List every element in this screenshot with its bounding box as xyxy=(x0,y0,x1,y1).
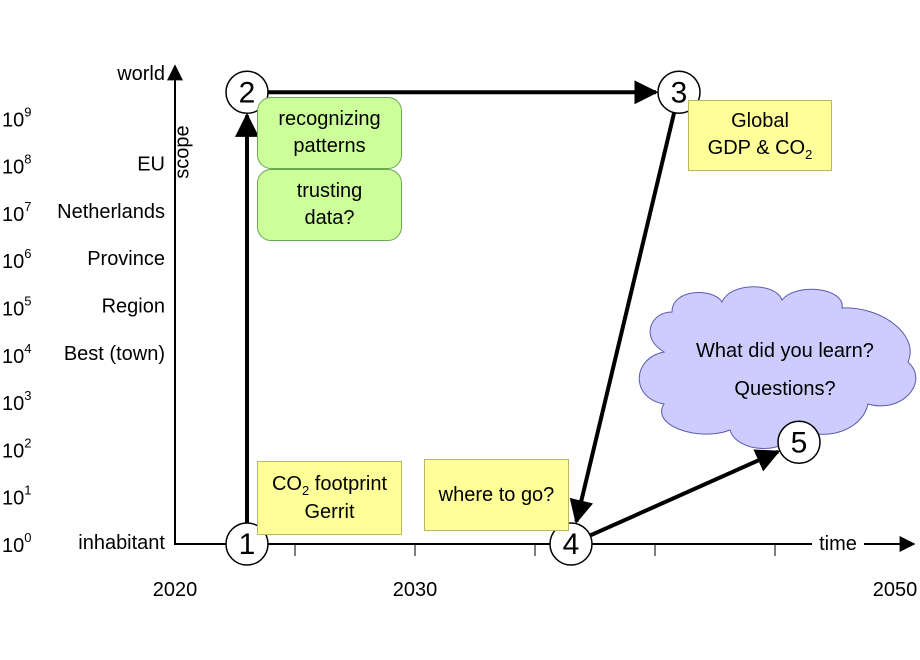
cloud-shape xyxy=(638,286,917,449)
recognizing-patterns-note: recognizing patterns xyxy=(257,97,402,169)
y-axis-powers: 100 101 102 103 104 105 106 107 108 109 xyxy=(2,104,31,557)
y-level-label: Province xyxy=(87,248,165,270)
y-axis-labels: inhabitant Best (town) Region Province Nethe… xyxy=(57,63,165,554)
y-level-label: inhabitant xyxy=(78,532,165,554)
co2-footprint-note: CO2 footprint Gerrit xyxy=(257,461,402,535)
step-circle xyxy=(549,522,593,566)
y-axis-title: scope xyxy=(171,125,193,178)
step-circle xyxy=(225,70,269,115)
x-tick-marks xyxy=(294,544,776,556)
step-node: 5 xyxy=(777,420,821,465)
step-node: 4 xyxy=(549,522,593,566)
global-gdp-co2-note: Global GDP & CO2 xyxy=(688,100,832,171)
x-tick-label: 2020 xyxy=(153,579,198,601)
step-number: 5 xyxy=(791,426,808,459)
y-power-label: 107 xyxy=(2,199,31,226)
step-arrow xyxy=(569,112,677,524)
step-number: 1 xyxy=(239,528,256,561)
y-power-label: 100 xyxy=(2,530,31,557)
x-axis-labels: 2020 2030 2050 xyxy=(153,579,918,601)
y-power-label: 109 xyxy=(2,104,31,131)
y-level-label: EU xyxy=(137,154,165,176)
y-power-label: 108 xyxy=(2,152,31,179)
x-tick-label: 2050 xyxy=(873,579,918,601)
step-node: 2 xyxy=(225,70,269,115)
x-axis-title: time xyxy=(819,533,857,555)
y-power-label: 104 xyxy=(2,341,31,368)
x-tick-label: 2030 xyxy=(393,579,438,601)
y-power-label: 106 xyxy=(2,246,31,273)
step-number: 3 xyxy=(671,76,688,109)
step-arrow xyxy=(589,449,781,538)
where-to-go-note: where to go? xyxy=(424,459,569,531)
y-power-label: 102 xyxy=(2,435,31,462)
step-arrows xyxy=(235,80,781,538)
step-circle xyxy=(777,420,821,465)
cloud-line-questions: Questions? xyxy=(734,378,836,400)
y-power-label: 101 xyxy=(2,483,31,510)
y-level-label: Best (town) xyxy=(64,343,165,365)
step-number: 2 xyxy=(239,76,256,109)
y-level-label: world xyxy=(116,63,165,85)
cloud-text: What did you learn? Questions? xyxy=(660,322,910,418)
step-number: 4 xyxy=(563,528,580,561)
y-power-label: 105 xyxy=(2,294,31,321)
y-level-label: Region xyxy=(102,296,165,318)
y-power-label: 103 xyxy=(2,388,31,415)
y-level-label: Netherlands xyxy=(57,201,165,223)
cloud-line-learn: What did you learn? xyxy=(696,340,874,362)
trusting-data-note: trusting data? xyxy=(257,169,402,241)
